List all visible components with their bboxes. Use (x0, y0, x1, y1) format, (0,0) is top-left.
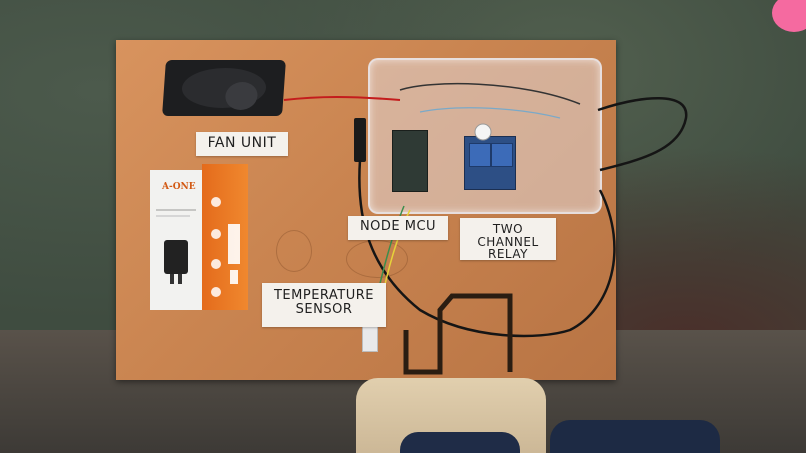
nodemcu-label: NODE MCU (348, 216, 448, 240)
usb-connector (354, 118, 366, 162)
adapter-side-graphics (211, 197, 240, 297)
foot-left (400, 432, 520, 453)
adapter-box-side (202, 164, 248, 310)
nodemcu-board (392, 130, 428, 192)
adapter-illustration (156, 209, 196, 284)
relay-2 (491, 143, 513, 167)
relay-1 (469, 143, 491, 167)
temperature-sensor-label: TEMPERATURE SENSOR (262, 283, 386, 327)
fan-unit-label: FAN UNIT (196, 132, 288, 156)
relay-module (464, 136, 516, 190)
wood-knot (276, 230, 312, 272)
relay-label: TWO CHANNEL RELAY (460, 218, 556, 260)
adapter-box-front: A-ONE (150, 170, 202, 310)
power-adapter-box: A-ONE (150, 164, 248, 312)
wood-grain (346, 240, 408, 278)
foot-right (550, 420, 720, 453)
adapter-brand-text: A-ONE (162, 182, 196, 192)
